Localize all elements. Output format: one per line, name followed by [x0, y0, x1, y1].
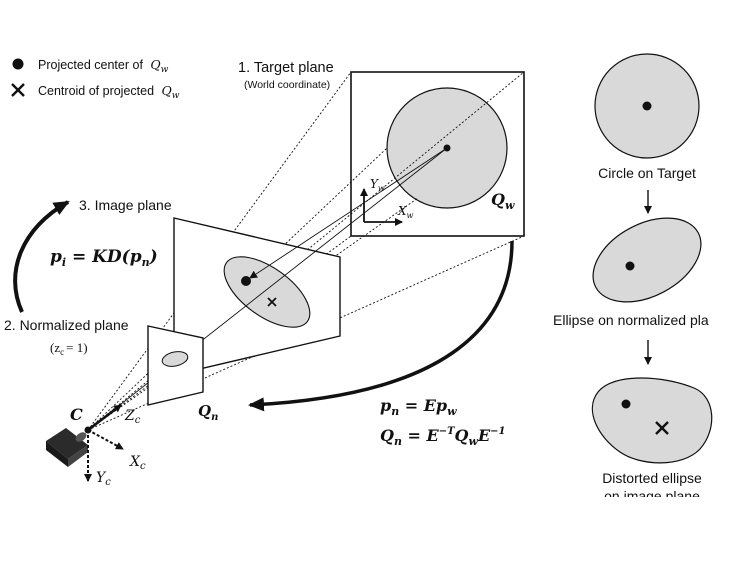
- normalized-plane: 2. Normalized plane (zc= 1) Qn: [4, 317, 218, 423]
- legend-cross-label: Centroid of projected: [38, 84, 154, 98]
- camera: C Zc Xc Yc: [46, 403, 146, 488]
- eq-qn-q: Q: [455, 426, 469, 445]
- panel-ellipse-dot: [625, 261, 635, 271]
- eq-qn-mid: = E: [402, 426, 440, 445]
- svg-text:Zc: Zc: [124, 408, 141, 426]
- normalized-q-sub: n: [211, 412, 218, 423]
- panel-distorted-dot: [621, 399, 631, 409]
- svg-text:Xw: Xw: [397, 204, 414, 220]
- right-panels: Circle on Target Ellipse on normalized p…: [553, 53, 713, 486]
- target-q-label: Q: [491, 190, 505, 209]
- camera-y-label: Y: [96, 470, 107, 486]
- svg-text:(zc= 1): (zc= 1): [50, 340, 88, 357]
- image-eq-rhs: = KD(p: [66, 247, 142, 267]
- normalized-to-image-arrow: [13, 200, 70, 313]
- svg-text:Projected center of Qw: Projected center of Qw: [38, 57, 169, 75]
- image-eq-rhs-sub: n: [142, 256, 150, 269]
- camera-icon: [46, 428, 88, 467]
- legend-cross-icon: [11, 83, 25, 97]
- legend-dot-icon: [12, 58, 24, 70]
- target-to-normalized-arrow: [248, 240, 514, 412]
- legend-cross-q-sub: w: [172, 91, 180, 101]
- svg-text:pi = KD(pn): pi = KD(pn): [50, 247, 158, 269]
- legend: Projected center of Qw Centroid of proje…: [11, 57, 180, 101]
- ray-center-arrow: [249, 147, 448, 279]
- svg-text:Qw: Qw: [491, 190, 515, 212]
- camera-z-label: Z: [124, 408, 135, 424]
- panel-distorted-cross-icon: [655, 421, 669, 435]
- eq-qn-q-sub: w: [468, 435, 478, 448]
- legend-dot-label: Projected center of: [38, 58, 143, 72]
- svg-text:Qn: Qn: [198, 402, 218, 423]
- world-x-label: X: [397, 204, 407, 218]
- panel-distorted-label-2: on image plane: [604, 488, 700, 504]
- normalized-cond-close: = 1): [66, 340, 87, 355]
- normalized-plane-title: 2. Normalized plane: [4, 317, 129, 333]
- camera-z-sub: c: [135, 415, 141, 426]
- legend-dot-q-sub: w: [161, 65, 169, 75]
- image-eq-lhs: p: [50, 247, 62, 267]
- world-y-label: Y: [370, 177, 379, 191]
- target-plane: 1. Target plane (World coordinate) Yw Xw…: [238, 60, 525, 237]
- normalized-cond-sub: c: [60, 347, 64, 357]
- eq-pn-rhs-sub: w: [447, 405, 457, 418]
- target-q-sub: w: [505, 199, 515, 212]
- panel-ellipse-label: Ellipse on normalized pla: [553, 312, 709, 328]
- ray-to-target-center: [87, 147, 448, 431]
- eq-qn-sup: −T: [439, 426, 456, 437]
- camera-x-axis: [87, 429, 124, 450]
- image-eq-lhs-sub: i: [62, 256, 66, 269]
- svg-text:Xc: Xc: [129, 454, 146, 472]
- target-plane-subtitle: (World coordinate): [244, 79, 330, 91]
- image-center-dot: [241, 276, 251, 286]
- panel-circle-label: Circle on Target: [598, 165, 696, 181]
- panel-circle-dot: [642, 101, 652, 111]
- eq-qn-e: E: [477, 426, 491, 445]
- panel-distorted-label-1: Distorted ellipse: [602, 470, 702, 486]
- image-eq-close: ): [149, 247, 158, 267]
- transform-equations: pn = Epw Qn = E−TQwE−1: [380, 396, 505, 448]
- svg-text:Centroid of projected Qw: Centroid of projected Qw: [38, 83, 180, 101]
- image-centroid-cross-icon: [267, 297, 277, 307]
- camera-y-sub: c: [105, 477, 111, 488]
- camera-x-sub: c: [140, 461, 146, 472]
- world-x-sub: w: [407, 211, 414, 220]
- svg-text:Yc: Yc: [96, 470, 111, 488]
- legend-cross-q: Q: [162, 83, 172, 98]
- camera-z-axis: [87, 403, 122, 432]
- normalized-cond-open: (z: [50, 340, 60, 355]
- svg-text:pn = Epw: pn = Epw: [380, 396, 457, 418]
- normalized-q-label: Q: [198, 402, 211, 420]
- panel-ellipse-shape: [592, 217, 702, 303]
- camera-x-label: X: [129, 454, 141, 470]
- eq-qn-sup2: −1: [490, 426, 505, 437]
- eq-qn-lhs: Q: [380, 426, 394, 445]
- eq-qn-lhs-sub: n: [394, 435, 402, 448]
- normalized-ellipse: [161, 351, 189, 367]
- eq-pn-rhs: = Ep: [399, 396, 447, 415]
- image-plane-title: 3. Image plane: [79, 197, 172, 213]
- eq-pn-lhs: p: [380, 396, 391, 415]
- legend-dot-q: Q: [150, 57, 160, 72]
- panel-distorted-shape: [591, 377, 713, 464]
- svg-text:Qn = E−TQwE−1: Qn = E−TQwE−1: [380, 426, 505, 448]
- eq-pn-lhs-sub: n: [391, 405, 399, 418]
- camera-center-label: C: [70, 405, 83, 424]
- target-plane-title: 1. Target plane: [238, 60, 334, 76]
- image-ellipse: [223, 256, 311, 328]
